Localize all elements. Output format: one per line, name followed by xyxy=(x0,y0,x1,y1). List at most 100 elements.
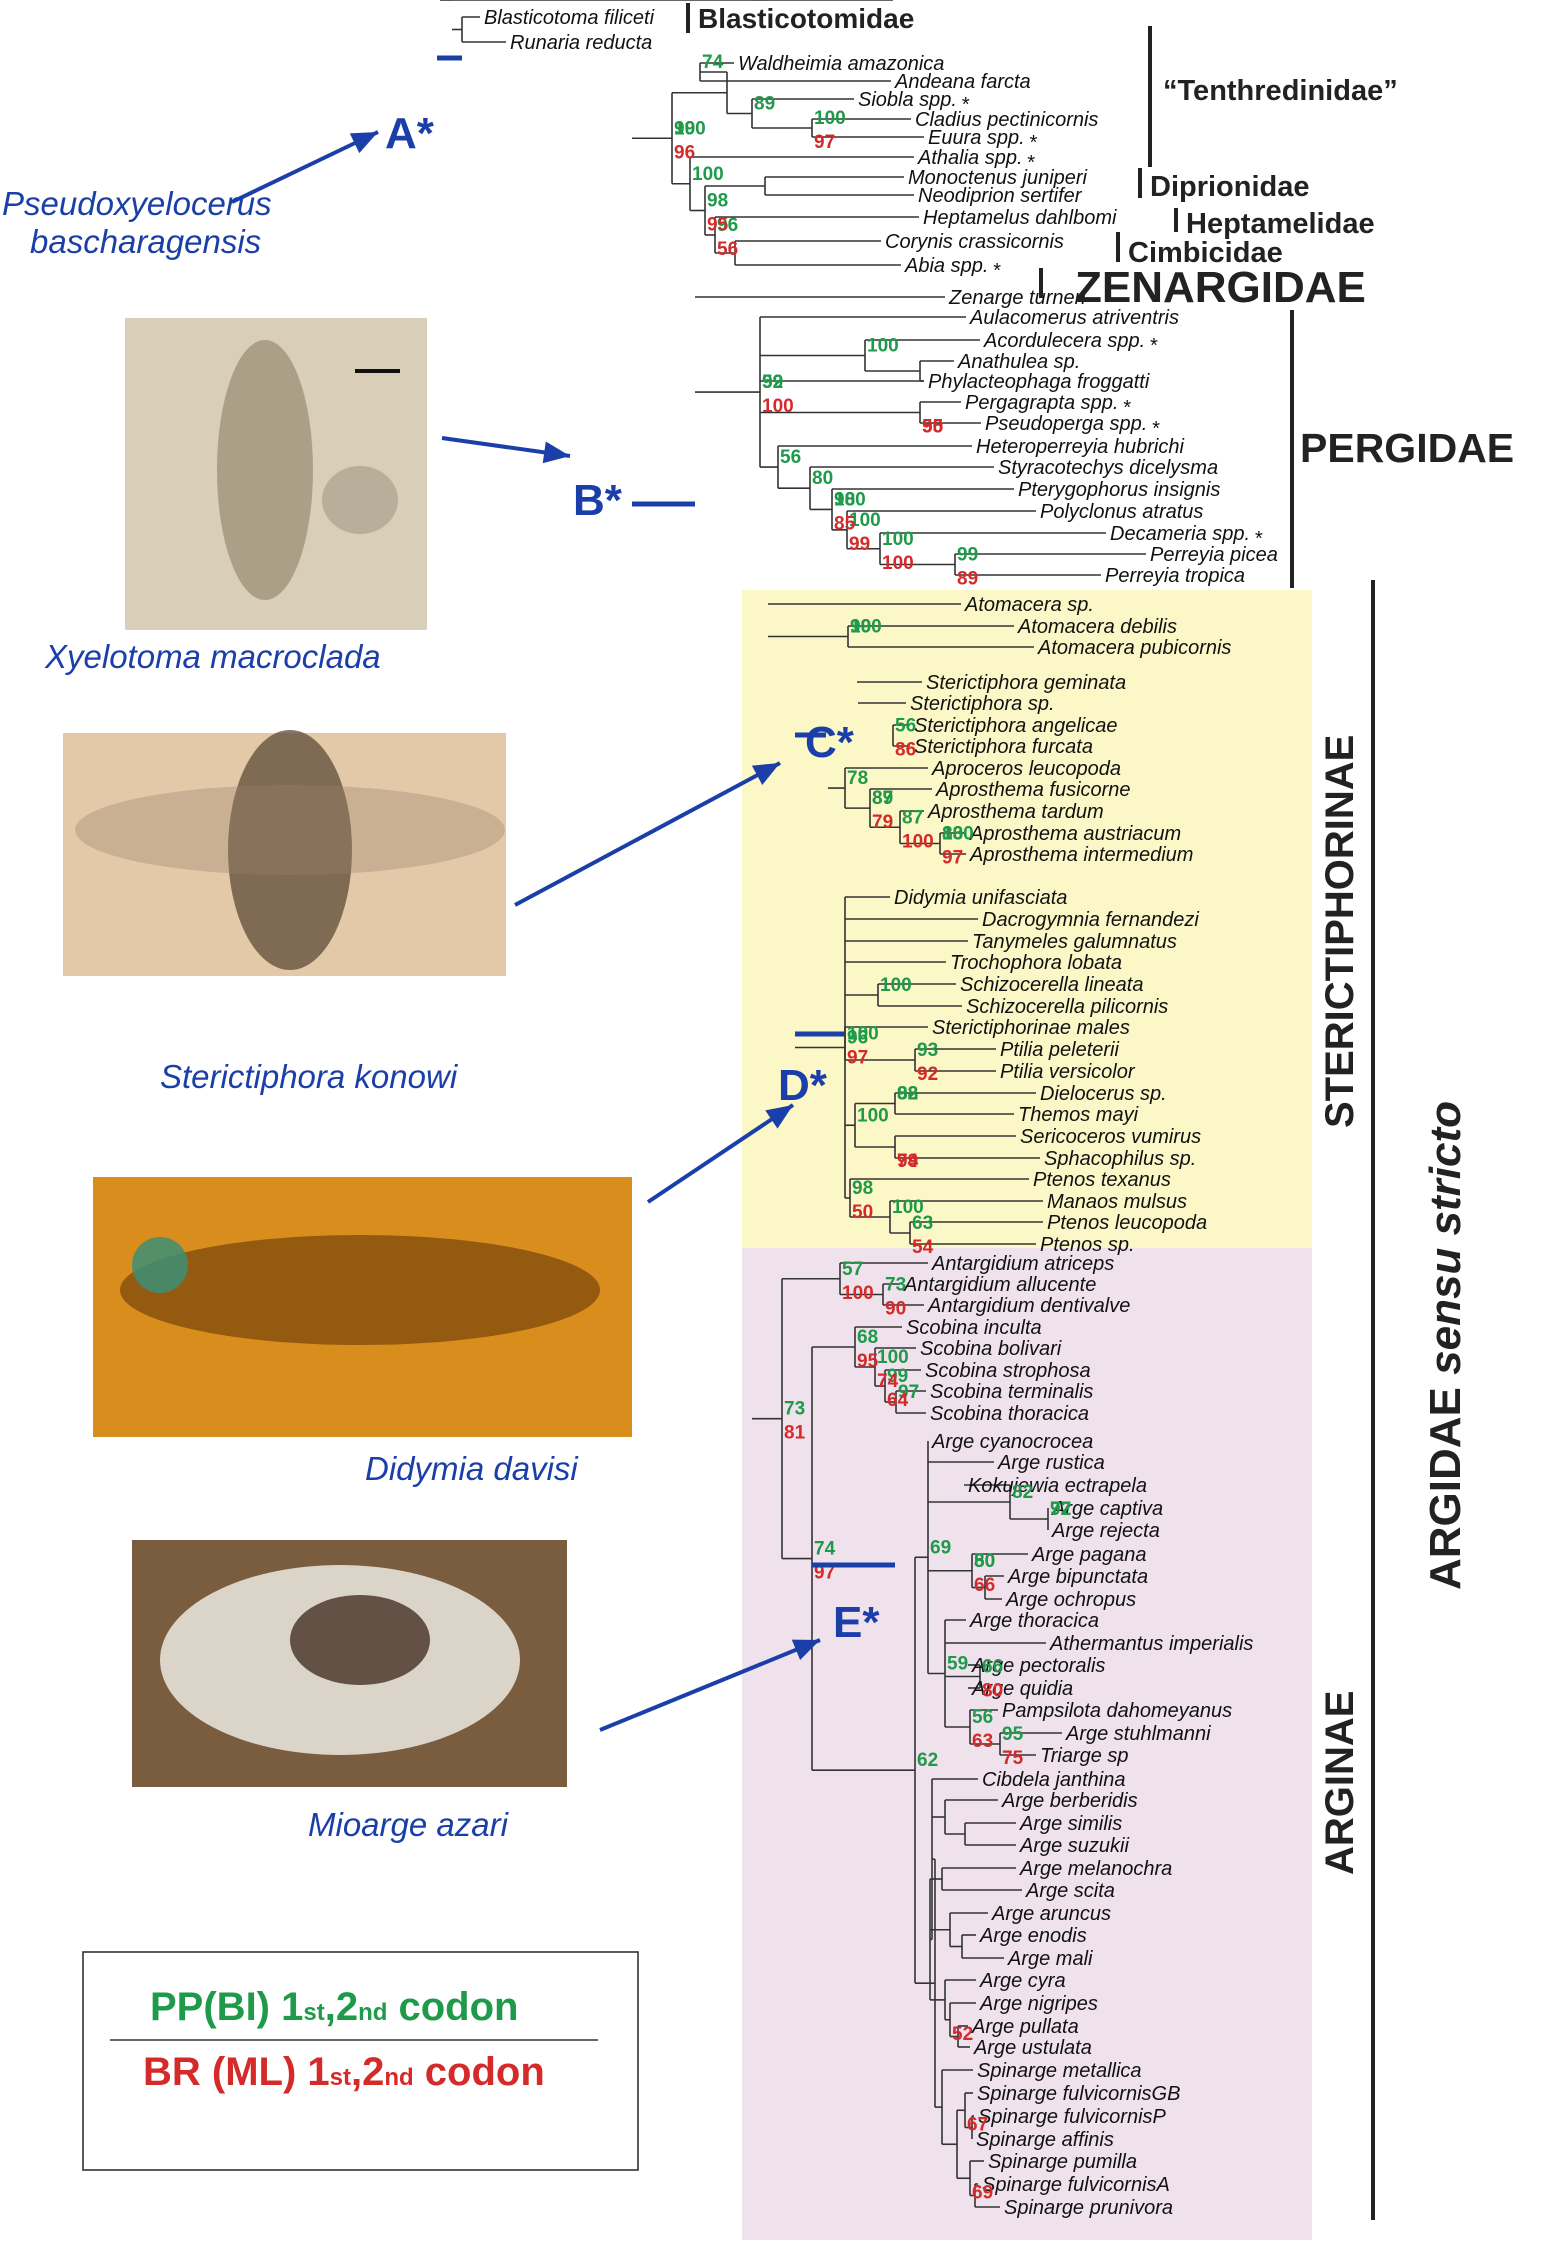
asterisk-icon: * xyxy=(992,260,1001,282)
taxon-label: Scobina terminalis xyxy=(930,1381,1093,1403)
taxon-label: Arge rustica xyxy=(997,1452,1105,1474)
taxon-label: Spinarge pumilla xyxy=(988,2151,1137,2173)
taxon-label: Arge mali xyxy=(1007,1948,1093,1970)
taxon-label: Perreyia picea xyxy=(1150,544,1278,566)
pp-support: 100 xyxy=(882,529,914,550)
taxon-label: Cibdela janthina xyxy=(982,1769,1125,1791)
node-label-a: A* xyxy=(385,109,435,158)
family-heptamelidae: Heptamelidae xyxy=(1186,208,1375,240)
taxon-label: Schizocerella lineata xyxy=(960,974,1143,996)
pp-support: 69 xyxy=(930,1537,951,1558)
taxon-label: Arge similis xyxy=(1019,1813,1122,1835)
family-tenthredinidae: “Tenthredinidae” xyxy=(1163,75,1398,107)
taxon-label: Scobina inculta xyxy=(906,1317,1042,1339)
br-support: 94 xyxy=(897,1151,919,1172)
pp-support: 100 xyxy=(857,1105,889,1126)
pp-support: 99 xyxy=(957,545,978,566)
br-support: 89 xyxy=(957,569,978,590)
asterisk-icon: * xyxy=(1151,418,1160,440)
br-support: 79 xyxy=(897,1151,918,1172)
taxon-label: Schizocerella pilicornis xyxy=(966,996,1168,1018)
pp-support: 87 xyxy=(872,788,893,809)
arrow-icon xyxy=(599,1638,821,1732)
pp-support: 68 xyxy=(857,1327,878,1348)
pp-support: 93 xyxy=(917,1040,938,1061)
pp-support: 62 xyxy=(917,1750,938,1771)
br-support: 100 xyxy=(882,553,914,574)
pp-support: 100 xyxy=(692,164,724,185)
legend-br: BR (ML) 1st,2nd codon xyxy=(143,2050,545,2094)
taxon-label: Atomacera debilis xyxy=(1017,616,1177,638)
br-support: 79 xyxy=(872,812,893,833)
taxon-label: Pseudoperga spp. xyxy=(985,413,1147,435)
br-support: 96 xyxy=(754,0,775,5)
br-support: 96 xyxy=(674,142,695,163)
taxon-label: Ptenos leucopoda xyxy=(1047,1212,1207,1234)
taxon-label: Dacrogymnia fernandezi xyxy=(982,909,1199,931)
asterisk-icon: * xyxy=(1149,335,1158,357)
br-support: 63 xyxy=(972,1731,993,1752)
br-support: 100 xyxy=(842,1283,874,1304)
taxon-label: Monoctenus juniperi xyxy=(908,167,1088,189)
taxon-label: Acordulecera spp. xyxy=(983,330,1145,352)
pp-support: 56 xyxy=(895,716,916,737)
taxon-label: Pampsilota dahomeyanus xyxy=(1002,1700,1232,1722)
taxon-label: Pterygophorus insignis xyxy=(1018,479,1220,501)
taxon-label: Dielocerus sp. xyxy=(1040,1083,1167,1105)
node-label-c: C* xyxy=(805,718,855,767)
arrow-icon xyxy=(231,130,379,204)
br-support: 97 xyxy=(942,848,963,869)
taxon-label: Aprosthema intermedium xyxy=(969,844,1193,866)
fossil-name: Sterictiphora konowi xyxy=(160,1058,459,1095)
pp-support: 98 xyxy=(860,0,881,5)
br-support: 69 xyxy=(972,2182,993,2203)
family-zenargidae: ZENARGIDAE xyxy=(1075,263,1366,312)
taxon-label: Aulacomerus atriventris xyxy=(969,307,1179,329)
pp-support: 100 xyxy=(880,975,912,996)
br-support: 52 xyxy=(952,2024,973,2045)
taxon-label: Arge nigripes xyxy=(979,1993,1098,2015)
family-sterictiphorinae: STERICTIPHORINAE xyxy=(1318,735,1362,1128)
taxon-label: Waldheimia amazonica xyxy=(738,53,944,75)
taxon-label: Zenarge turneri xyxy=(948,287,1086,309)
pp-support: 92 xyxy=(1050,1499,1071,1520)
taxon-label: Arge ustulata xyxy=(973,2037,1092,2059)
family-pergidae: PERGIDAE xyxy=(1300,425,1514,471)
taxon-label: Scobina bolivari xyxy=(920,1338,1062,1360)
taxon-label: Spinarge metallica xyxy=(977,2060,1142,2082)
family-arginae: ARGINAE xyxy=(1318,1691,1362,1875)
br-support: 75 xyxy=(1002,1748,1024,1769)
pp-support: 73 xyxy=(784,1399,805,1420)
pp-support: 88 xyxy=(897,1084,918,1105)
br-support: 66 xyxy=(974,1575,995,1596)
pp-support: 82 xyxy=(1012,1482,1033,1503)
br-support: 74 xyxy=(877,1371,899,1392)
taxon-label: Tanymeles galumnatus xyxy=(972,931,1177,953)
br-support: 100 xyxy=(902,831,934,852)
pp-support: 89 xyxy=(754,94,775,115)
fossil-wings-sterictiphora xyxy=(75,785,505,875)
pp-support: 73 xyxy=(885,1275,906,1296)
taxon-label: Corynis crassicornis xyxy=(885,231,1064,253)
family-argidae: ARGIDAE sensu stricto xyxy=(1421,1101,1470,1590)
taxon-label: Polyclonus atratus xyxy=(1040,501,1203,523)
taxon-label: Arge thoracica xyxy=(969,1610,1099,1632)
taxon-label: Arge berberidis xyxy=(1001,1790,1138,1812)
taxon-label: Ptenos sp. xyxy=(1040,1234,1135,1256)
taxon-label: Ptilia peleterii xyxy=(1000,1039,1120,1061)
fossil-name: Pseudoxyelocerus xyxy=(2,185,272,222)
legend-box xyxy=(82,1951,639,2171)
pp-support: 100 xyxy=(754,0,786,5)
taxon-label: Sterictiphora angelicae xyxy=(914,715,1117,737)
taxon-label: Arge enodis xyxy=(979,1925,1087,1947)
arrow-head xyxy=(791,1639,820,1661)
taxon-label: Triarge sp xyxy=(1040,1745,1129,1767)
taxon-label: Atomacera sp. xyxy=(964,594,1094,616)
asterisk-icon: * xyxy=(1027,152,1036,174)
arrow-head xyxy=(751,763,780,785)
pp-support: 96 xyxy=(847,1028,868,1049)
pp-support: 97 xyxy=(898,1382,919,1403)
